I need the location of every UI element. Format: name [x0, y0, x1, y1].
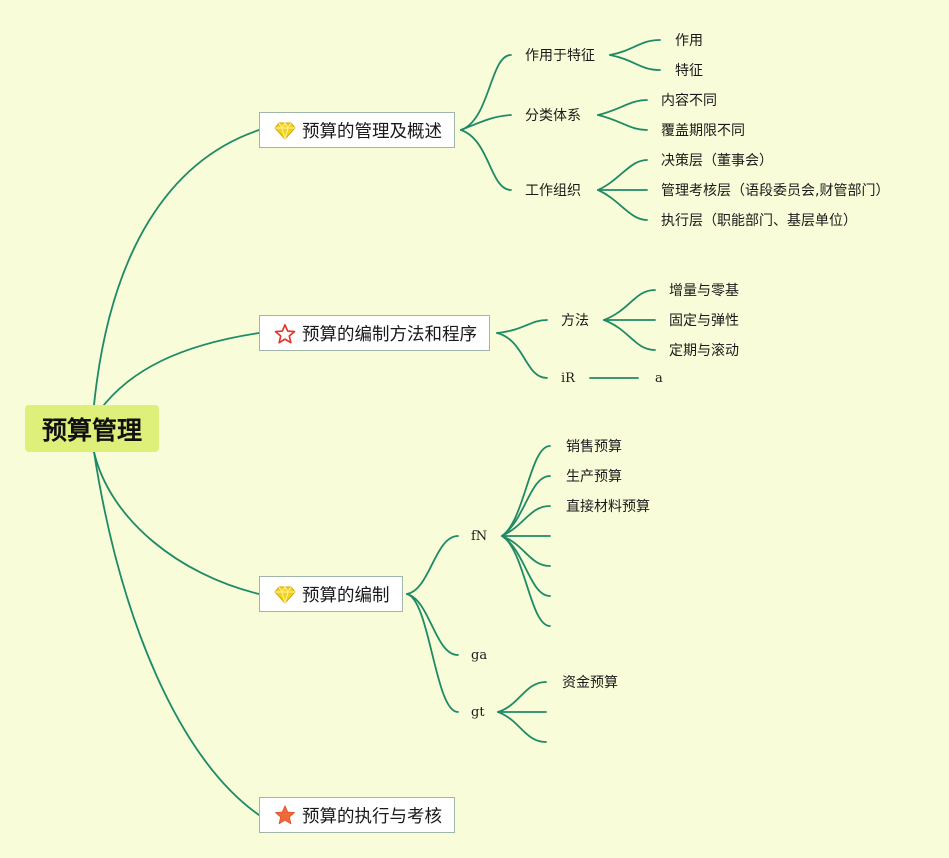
leaf-decision-layer[interactable]: 决策层（董事会）	[661, 153, 773, 169]
topic-budget-preparation[interactable]: 预算的编制	[259, 576, 403, 612]
subtopic-ir[interactable]: iR	[561, 371, 575, 386]
topic-budget-execution-assessment[interactable]: 预算的执行与考核	[259, 797, 455, 833]
subtopic-methods[interactable]: 方法	[561, 313, 589, 329]
subtopic-work-organization[interactable]: 工作组织	[525, 183, 581, 199]
subtopic-gt[interactable]: gt	[471, 705, 485, 720]
topic-label: 预算的编制	[302, 585, 390, 606]
topic-budget-methods-procedures[interactable]: 预算的编制方法和程序	[259, 315, 490, 351]
leaf-role[interactable]: 作用	[675, 33, 703, 49]
leaf-cash-budget[interactable]: 资金预算	[562, 675, 618, 691]
subtopic-classification-system[interactable]: 分类体系	[525, 108, 581, 124]
topic-label: 预算的管理及概述	[302, 121, 442, 142]
subtopic-fn[interactable]: fN	[471, 529, 488, 544]
diamond-icon	[274, 119, 296, 141]
topic-budget-management-overview[interactable]: 预算的管理及概述	[259, 112, 455, 148]
leaf-management-assessment-layer[interactable]: 管理考核层（语段委员会,财管部门）	[661, 183, 890, 199]
leaf-periodic-rolling[interactable]: 定期与滚动	[669, 343, 739, 359]
leaf-incremental-zero-based[interactable]: 增量与零基	[669, 283, 739, 299]
leaf-production-budget[interactable]: 生产预算	[566, 469, 622, 485]
root-node[interactable]: 预算管理	[25, 405, 159, 452]
star-outline-icon	[274, 322, 296, 344]
diamond-icon	[274, 583, 296, 605]
leaf-fixed-flexible[interactable]: 固定与弹性	[669, 313, 739, 329]
leaf-period-differs[interactable]: 覆盖期限不同	[661, 123, 745, 139]
star-filled-icon	[274, 804, 296, 826]
subtopic-ga[interactable]: ga	[471, 648, 488, 663]
leaf-features[interactable]: 特征	[675, 63, 703, 79]
leaf-execution-layer[interactable]: 执行层（职能部门、基层单位）	[661, 213, 857, 229]
topic-label: 预算的执行与考核	[302, 806, 442, 827]
leaf-direct-materials-budget[interactable]: 直接材料预算	[566, 499, 650, 515]
leaf-content-differs[interactable]: 内容不同	[661, 93, 717, 109]
subtopic-role-features[interactable]: 作用于特征	[525, 48, 595, 64]
leaf-sales-budget[interactable]: 销售预算	[566, 439, 622, 455]
topic-label: 预算的编制方法和程序	[302, 324, 477, 345]
leaf-a[interactable]: a	[655, 371, 663, 386]
